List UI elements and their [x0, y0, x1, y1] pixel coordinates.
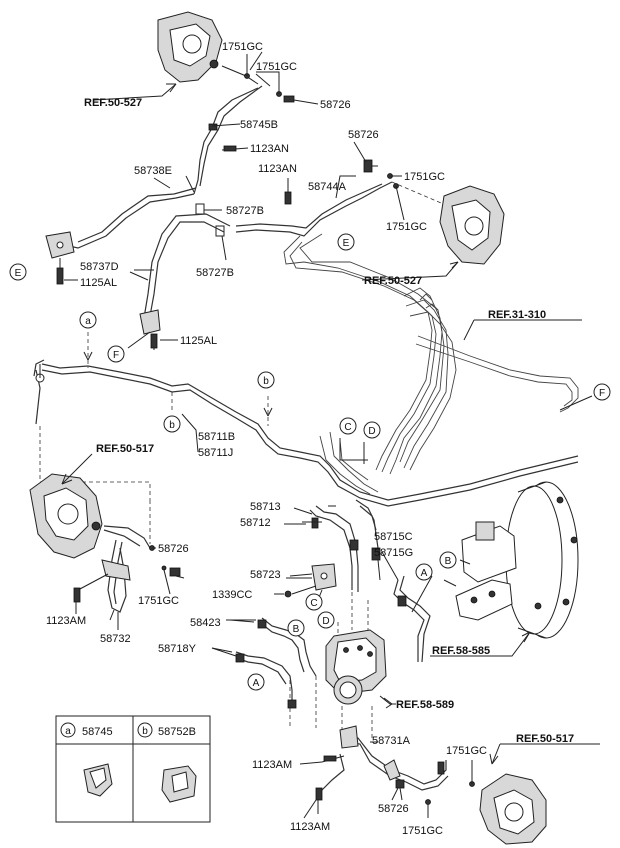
marker-f-left: F: [113, 350, 119, 361]
marker-d-upper: D: [368, 426, 375, 437]
master-cylinder: [455, 521, 517, 621]
label-1751gc: 1751GC: [138, 595, 179, 607]
ref-label: REF.31-310: [488, 309, 546, 321]
marker-f-right: F: [599, 388, 605, 399]
rear-left-caliper: [29, 473, 103, 559]
marker-e-left: E: [15, 268, 22, 279]
brake-booster: [505, 481, 579, 639]
label-58423: 58423: [190, 617, 221, 629]
hose-bracket-right: [339, 725, 401, 781]
circle-markers: [9, 233, 611, 738]
label-58726: 58726: [320, 99, 351, 111]
label-1123an: 1123AN: [250, 143, 289, 155]
ref-label: REF.58-585: [432, 645, 490, 657]
label-58744a: 58744A: [308, 181, 347, 193]
label-1123am: 1123AM: [252, 759, 292, 771]
label-1751gc: 1751GC: [386, 221, 427, 233]
label-58726: 58726: [378, 803, 409, 815]
ref-label: REF.50-527: [364, 275, 422, 287]
label-1751gc: 1751GC: [256, 61, 297, 73]
legend-item-a-icon: [83, 763, 113, 797]
front-right-caliper: [439, 185, 505, 265]
legend-letter-a: a: [65, 726, 71, 737]
ref-label: REF.58-589: [396, 699, 454, 711]
rear-right-caliper: [479, 773, 547, 845]
label-58726: 58726: [158, 543, 189, 555]
label-1751gc: 1751GC: [222, 41, 263, 53]
label-58712: 58712: [240, 517, 271, 529]
label-58738e: 58738E: [134, 165, 172, 177]
marker-a-top: a: [85, 316, 91, 327]
label-58715c: 58715C: [374, 531, 413, 543]
legend-part-b: 58752B: [158, 726, 196, 738]
legend-box: [55, 715, 211, 823]
marker-b-top: b: [263, 376, 269, 387]
ref-label: REF.50-517: [96, 443, 154, 455]
label-58723: 58723: [250, 569, 281, 581]
label-1123an: 1123AN: [258, 163, 297, 175]
label-58713: 58713: [250, 501, 281, 513]
label-58732: 58732: [100, 633, 131, 645]
marker-c-lower: C: [310, 598, 317, 609]
label-1751gc: 1751GC: [402, 825, 443, 837]
label-1751gc: 1751GC: [446, 745, 487, 757]
front-left-caliper: [157, 11, 223, 83]
label-58727b: 58727B: [226, 205, 264, 217]
label-58731a: 58731A: [372, 735, 411, 747]
ref-label: REF.50-527: [84, 97, 142, 109]
legend-item-b-icon: [161, 765, 197, 803]
label-1751gc: 1751GC: [404, 171, 445, 183]
label-58726: 58726: [348, 129, 379, 141]
marker-a-lower: A: [253, 678, 260, 689]
marker-b-lower: B: [293, 624, 300, 635]
marker-d-lower: D: [322, 616, 329, 627]
marker-b-mid: b: [169, 420, 175, 431]
label-1123am: 1123AM: [290, 821, 330, 833]
marker-c-upper: C: [344, 422, 351, 433]
abs-hydraulic-unit: [325, 629, 387, 705]
label-1125al: 1125AL: [80, 277, 117, 289]
bracket-58723: [311, 563, 337, 591]
label-1123am: 1123AM: [46, 615, 86, 627]
label-58711b: 58711B: [198, 431, 235, 443]
marker-b-booster: B: [445, 556, 452, 567]
label-1339cc: 1339CC: [212, 589, 252, 601]
label-58737d: 58737D: [80, 261, 119, 273]
mount-bracket-f: [139, 309, 161, 335]
label-58718y: 58718Y: [158, 643, 197, 655]
hose-bracket-left: [101, 559, 131, 581]
label-1125al: 1125AL: [180, 335, 217, 347]
marker-a-booster: A: [421, 568, 428, 579]
ref-label: REF.50-517: [516, 733, 574, 745]
label-58745b: 58745B: [240, 119, 278, 131]
legend-part-a: 58745: [82, 726, 113, 738]
label-58715g: 58715G: [374, 547, 413, 559]
label-58711j: 58711J: [198, 447, 233, 459]
mount-bracket-left: [45, 231, 75, 259]
legend-letter-b: b: [142, 726, 148, 737]
marker-e-top: E: [343, 238, 350, 249]
label-58727b: 58727B: [196, 267, 234, 279]
